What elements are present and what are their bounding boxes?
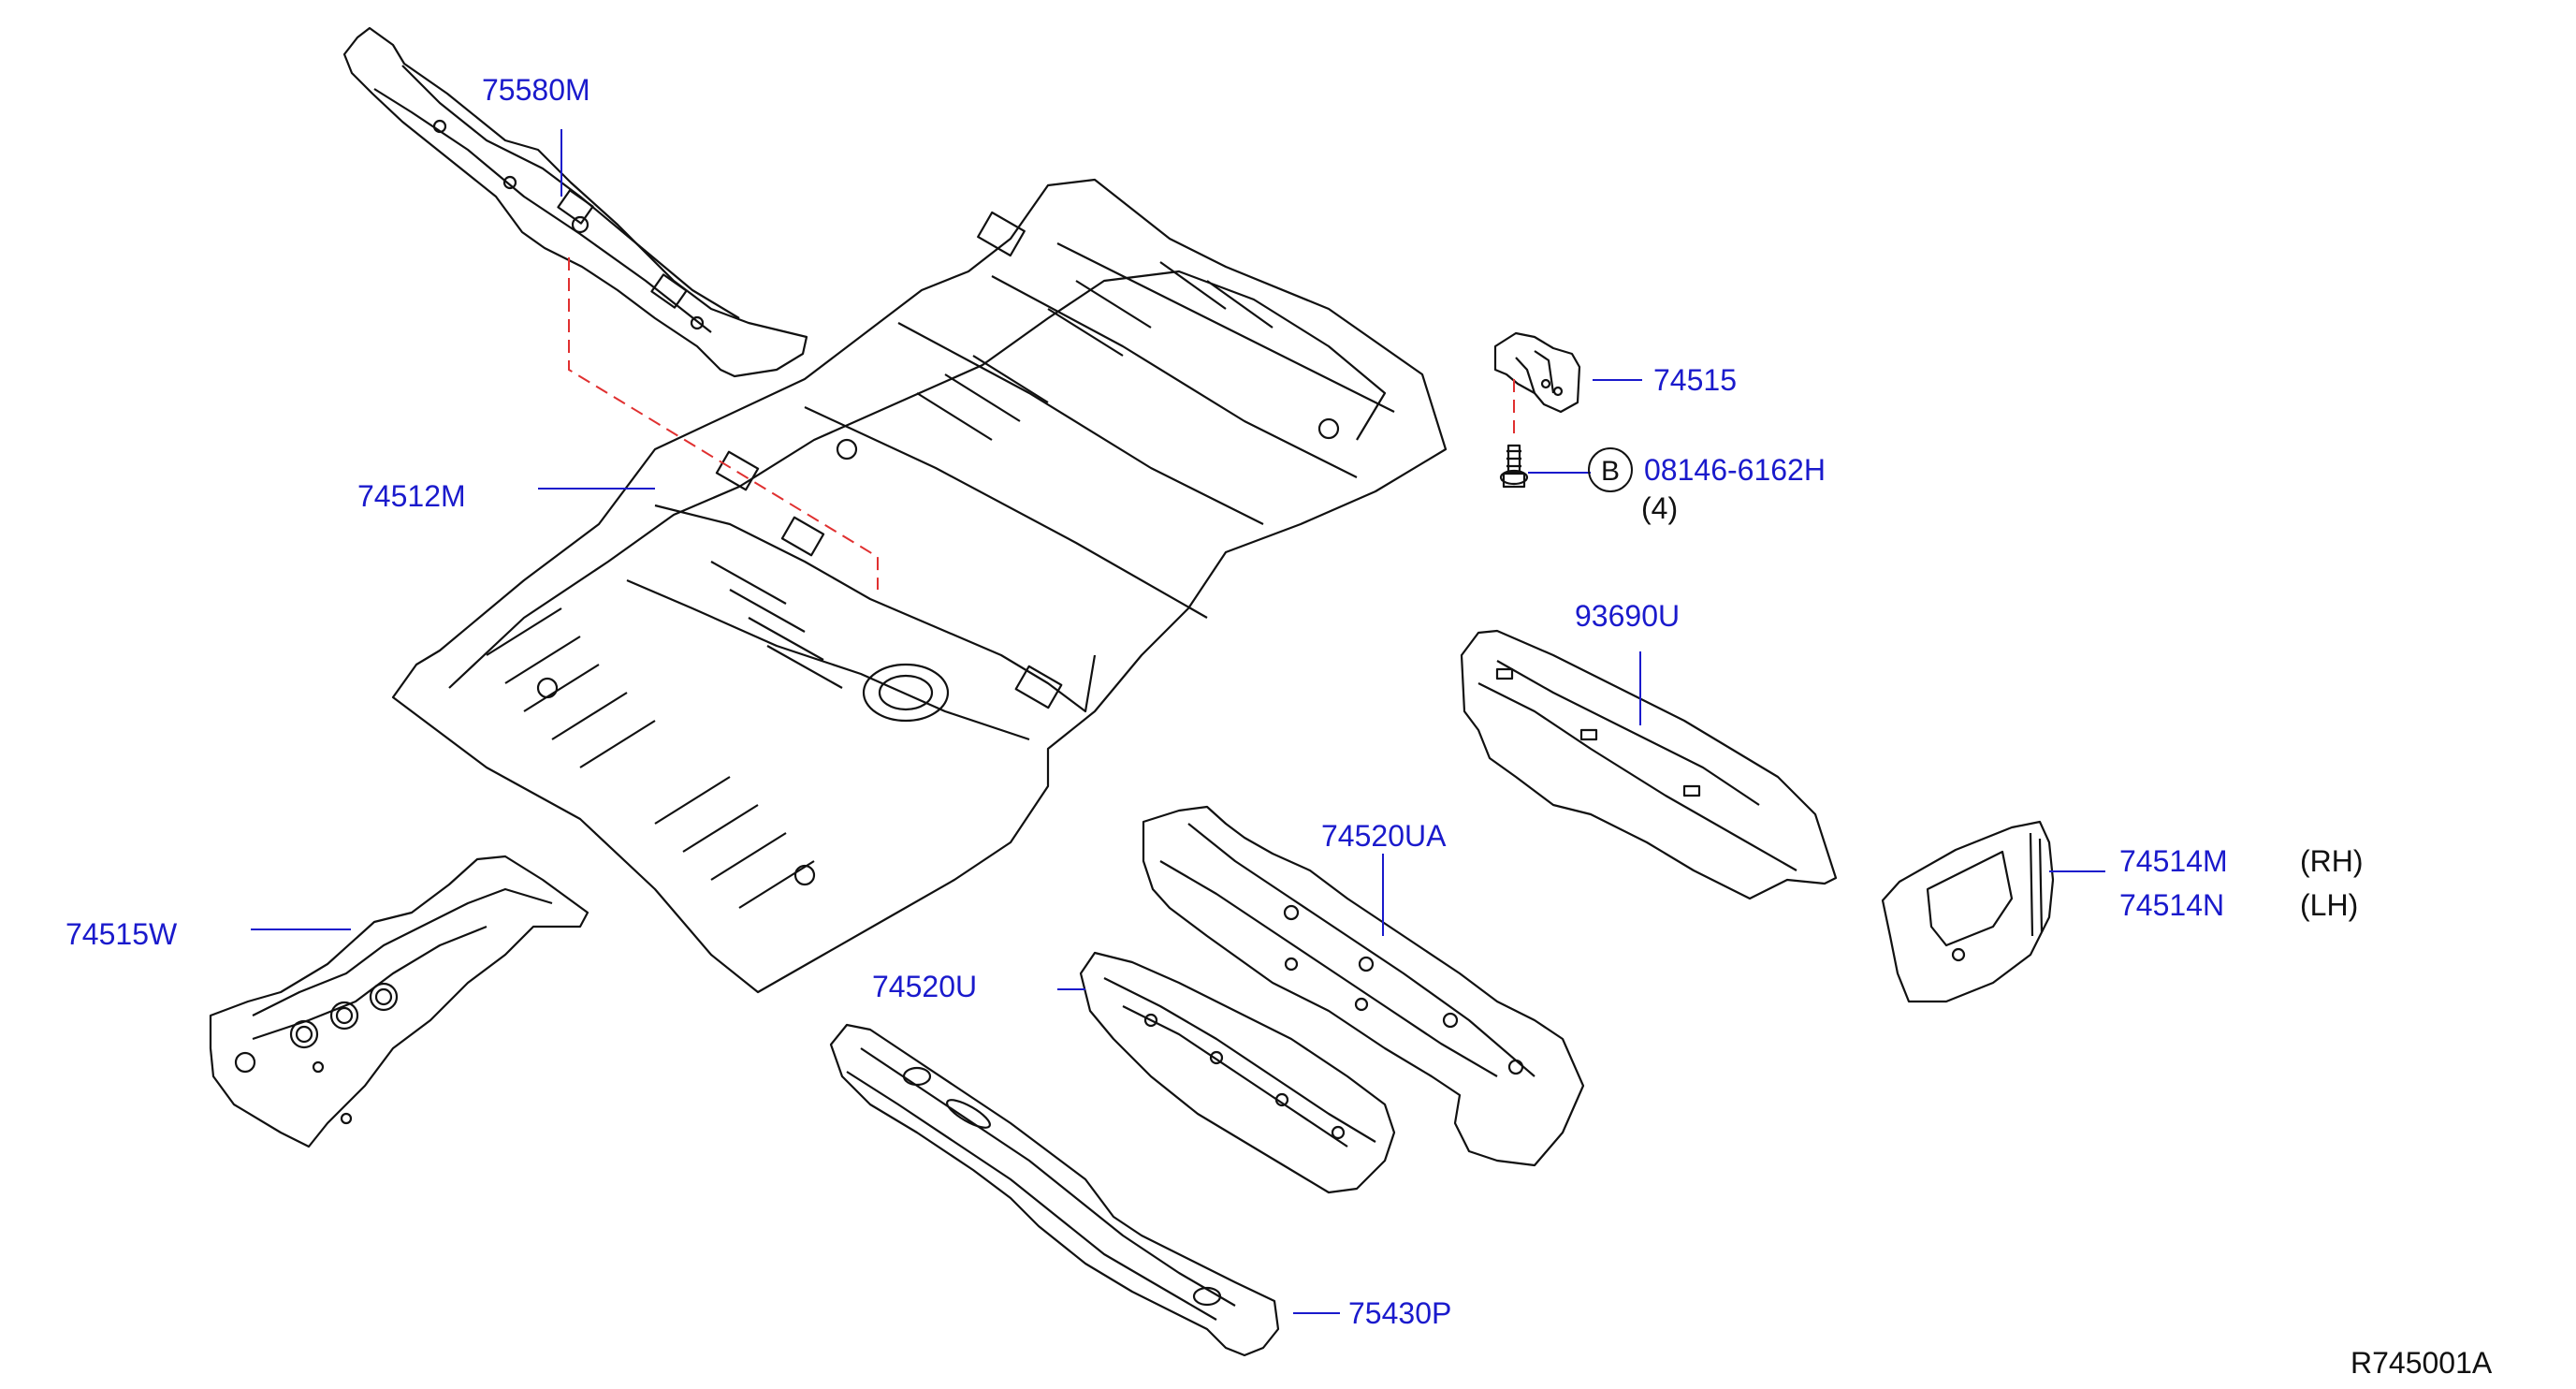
- part-number-74520ua[interactable]: 74520UA: [1321, 819, 1447, 853]
- part-number-74515[interactable]: 74515: [1653, 363, 1737, 397]
- reinforcement-74515w-shape[interactable]: [209, 855, 589, 1148]
- member-75430p-shape[interactable]: [829, 1023, 1280, 1357]
- floor-panel-74512m-shape[interactable]: [391, 178, 1448, 994]
- bracket-74515-shape[interactable]: [1493, 331, 1581, 414]
- part-number-74514m[interactable]: 74514M: [2119, 844, 2228, 878]
- bracket-93690u-shape[interactable]: [1460, 629, 1838, 900]
- part-number-93690u[interactable]: 93690U: [1575, 599, 1681, 633]
- part-number-74514n[interactable]: 74514N: [2119, 888, 2225, 922]
- part-number-75580m[interactable]: 75580M: [482, 73, 590, 107]
- phantom-line-75580m: [568, 257, 879, 590]
- crossmember-74520ua-shape[interactable]: [1142, 805, 1585, 1167]
- bracket-74514-shape[interactable]: [1881, 820, 2055, 1003]
- bolt-callout-circle: B: [1588, 447, 1633, 492]
- crossmember-74520u-shape[interactable]: [1079, 951, 1396, 1194]
- part-number-74520u[interactable]: 74520U: [872, 970, 978, 1003]
- part-number-08146-6162h[interactable]: 08146-6162H: [1644, 453, 1826, 487]
- bolt-quantity: (4): [1641, 491, 1679, 525]
- diagram-reference-code: R745001A: [2350, 1346, 2493, 1380]
- part-number-75430p[interactable]: 75430P: [1348, 1296, 1452, 1330]
- part-number-74515w[interactable]: 74515W: [65, 917, 178, 951]
- side-lh: (LH): [2300, 888, 2359, 922]
- bolt-08146-shape[interactable]: [1499, 444, 1529, 489]
- side-rh: (RH): [2300, 844, 2364, 878]
- part-number-74512m[interactable]: 74512M: [357, 479, 466, 513]
- crossmember-75580m-shape[interactable]: [342, 26, 808, 378]
